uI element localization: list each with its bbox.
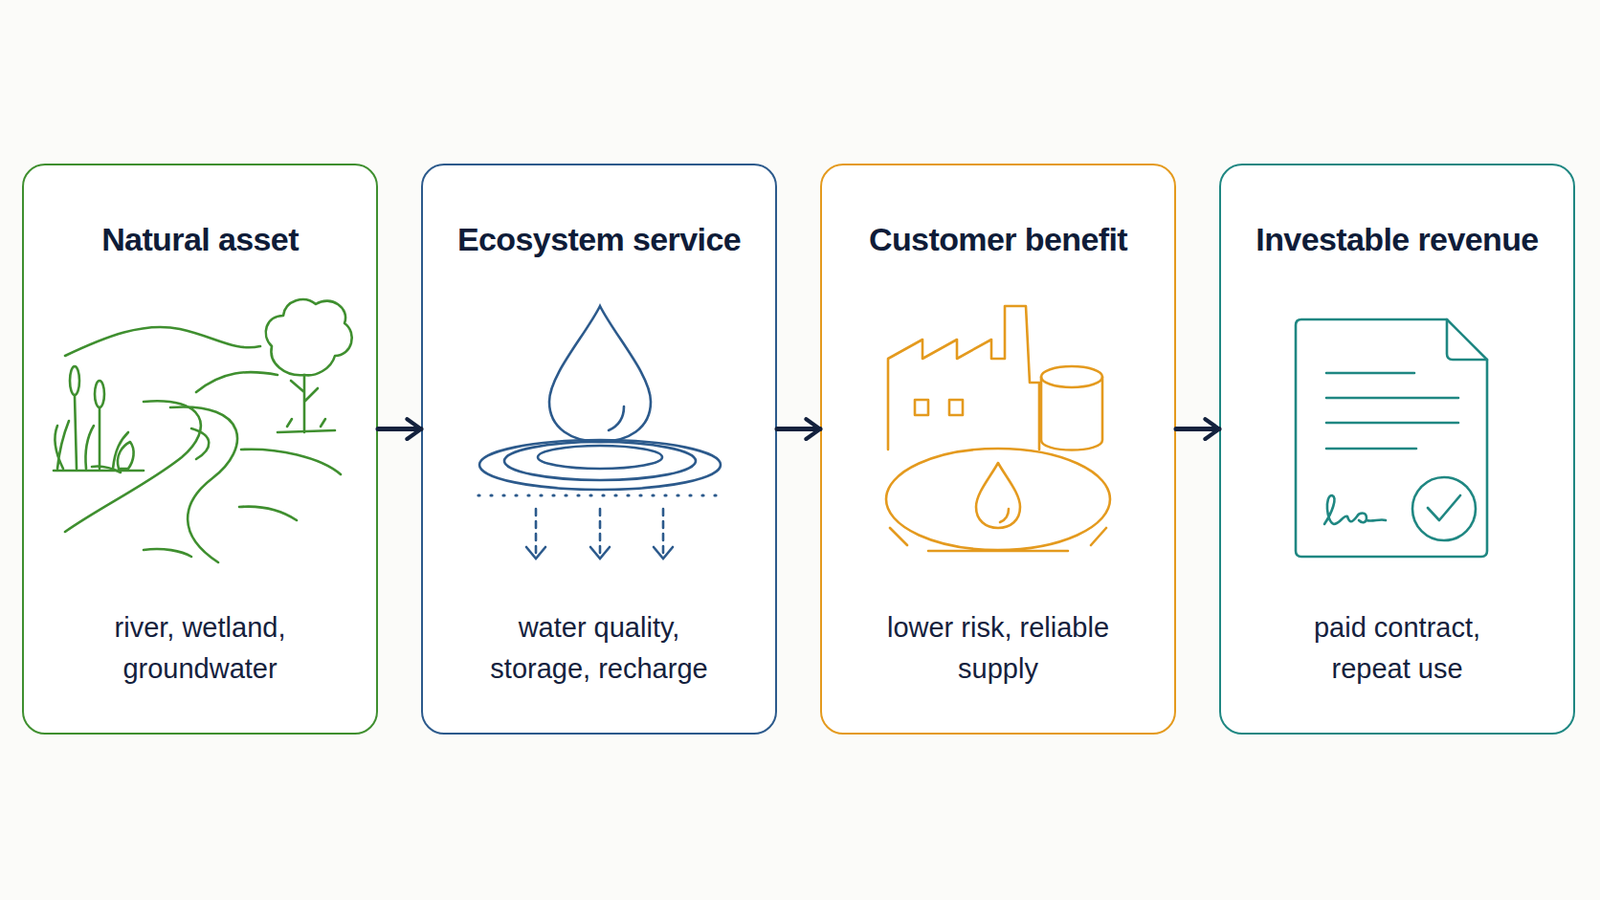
flow-arrow [1176, 426, 1220, 432]
process-box: Natural asset river, wetland, groundwater [22, 163, 378, 735]
box-heading: Natural asset [23, 221, 377, 259]
box-description: lower risk, reliable supply [878, 607, 1118, 690]
box-description: water quality, storage, recharge [479, 607, 719, 690]
process-box: Customer benefit lower risk, reliable sup… [820, 163, 1177, 735]
box-description: river, wetland, groundwater [80, 607, 320, 690]
box-description: paid contract, repeat use [1277, 607, 1517, 690]
box-heading: Investable revenue [1221, 221, 1574, 259]
process-box: Investable revenue paid contract, repeat … [1219, 163, 1576, 735]
flow-arrow [377, 426, 422, 432]
flow-arrow [777, 426, 821, 432]
box-heading: Customer benefit [822, 221, 1175, 259]
box-heading: Ecosystem service [422, 221, 776, 259]
process-box: Ecosystem service water quality, storage,… [421, 163, 778, 735]
